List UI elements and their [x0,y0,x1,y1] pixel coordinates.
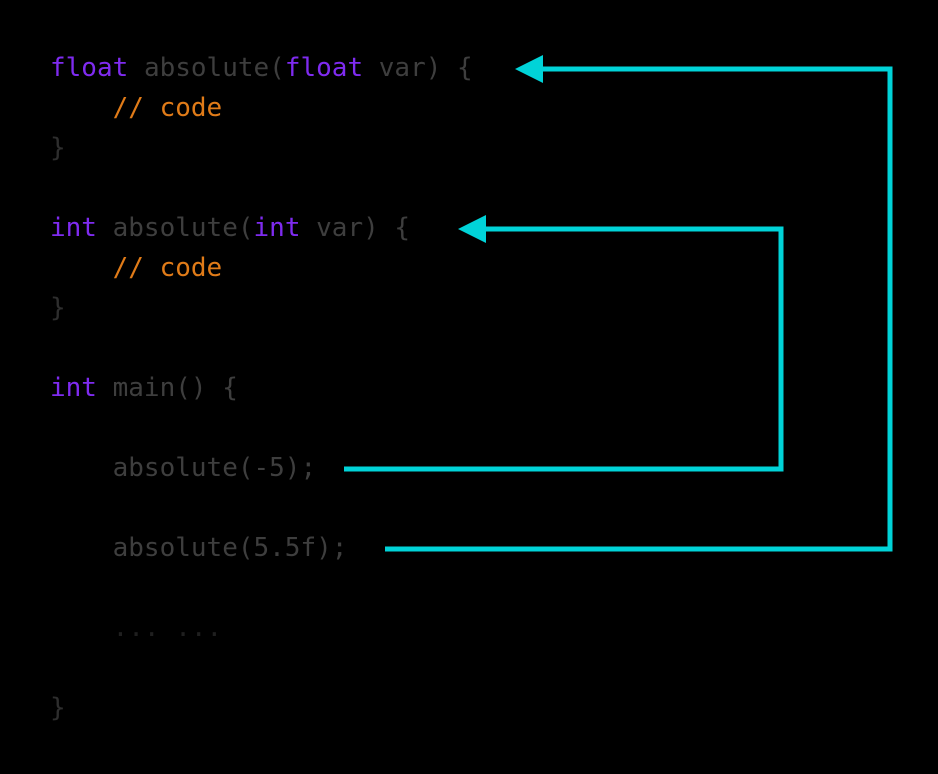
token-ident: main() { [112,373,238,403]
token-indent [50,533,113,563]
code-line-blank-6 [50,648,473,688]
code-line-blank-1 [50,168,473,208]
code-line-main-signature: int main() { [50,368,473,408]
token-punct [128,53,144,83]
code-line-blank-5 [50,568,473,608]
code-line-blank-2 [50,328,473,368]
token-kw: int [50,213,97,243]
token-kw: int [50,373,97,403]
code-line-ellipsis: ... ... [50,608,473,648]
code-block: float absolute(float var) { // code} int… [50,48,473,728]
token-indent [50,253,113,283]
code-line-int-overload-close: } [50,288,473,328]
token-kw: int [253,213,301,243]
token-ident: absolute( [143,53,285,83]
code-line-call-int: absolute(-5); [50,448,473,488]
token-comment: // code [112,93,223,123]
token-ident: absolute( [112,213,254,243]
token-punct [97,373,113,403]
arrowhead-icon [515,55,543,83]
code-line-blank-4 [50,488,473,528]
token-ident: var) { [378,53,473,83]
token-ident: var) { [316,213,411,243]
code-line-main-close: } [50,688,473,728]
code-line-float-overload-close: } [50,128,473,168]
code-line-int-overload-signature: int absolute(int var) { [50,208,473,248]
token-kw: float [50,53,129,83]
code-line-blank-3 [50,408,473,448]
code-line-int-overload-body: // code [50,248,473,288]
token-ident: absolute(-5); [112,453,317,483]
token-brace: } [50,133,66,163]
token-brace: } [50,293,66,323]
token-punct [97,213,113,243]
token-kw: float [284,53,364,83]
token-punct [363,53,379,83]
code-line-call-float: absolute(5.5f); [50,528,473,568]
token-comment: // code [112,253,223,283]
code-line-float-overload-signature: float absolute(float var) { [50,48,473,88]
token-indent [50,93,113,123]
code-line-float-overload-body: // code [50,88,473,128]
token-indent [50,613,113,643]
token-ident: absolute(5.5f); [112,533,348,563]
token-dots: ... ... [112,613,223,643]
token-indent [50,453,113,483]
token-punct [300,213,316,243]
token-brace: } [50,693,66,723]
